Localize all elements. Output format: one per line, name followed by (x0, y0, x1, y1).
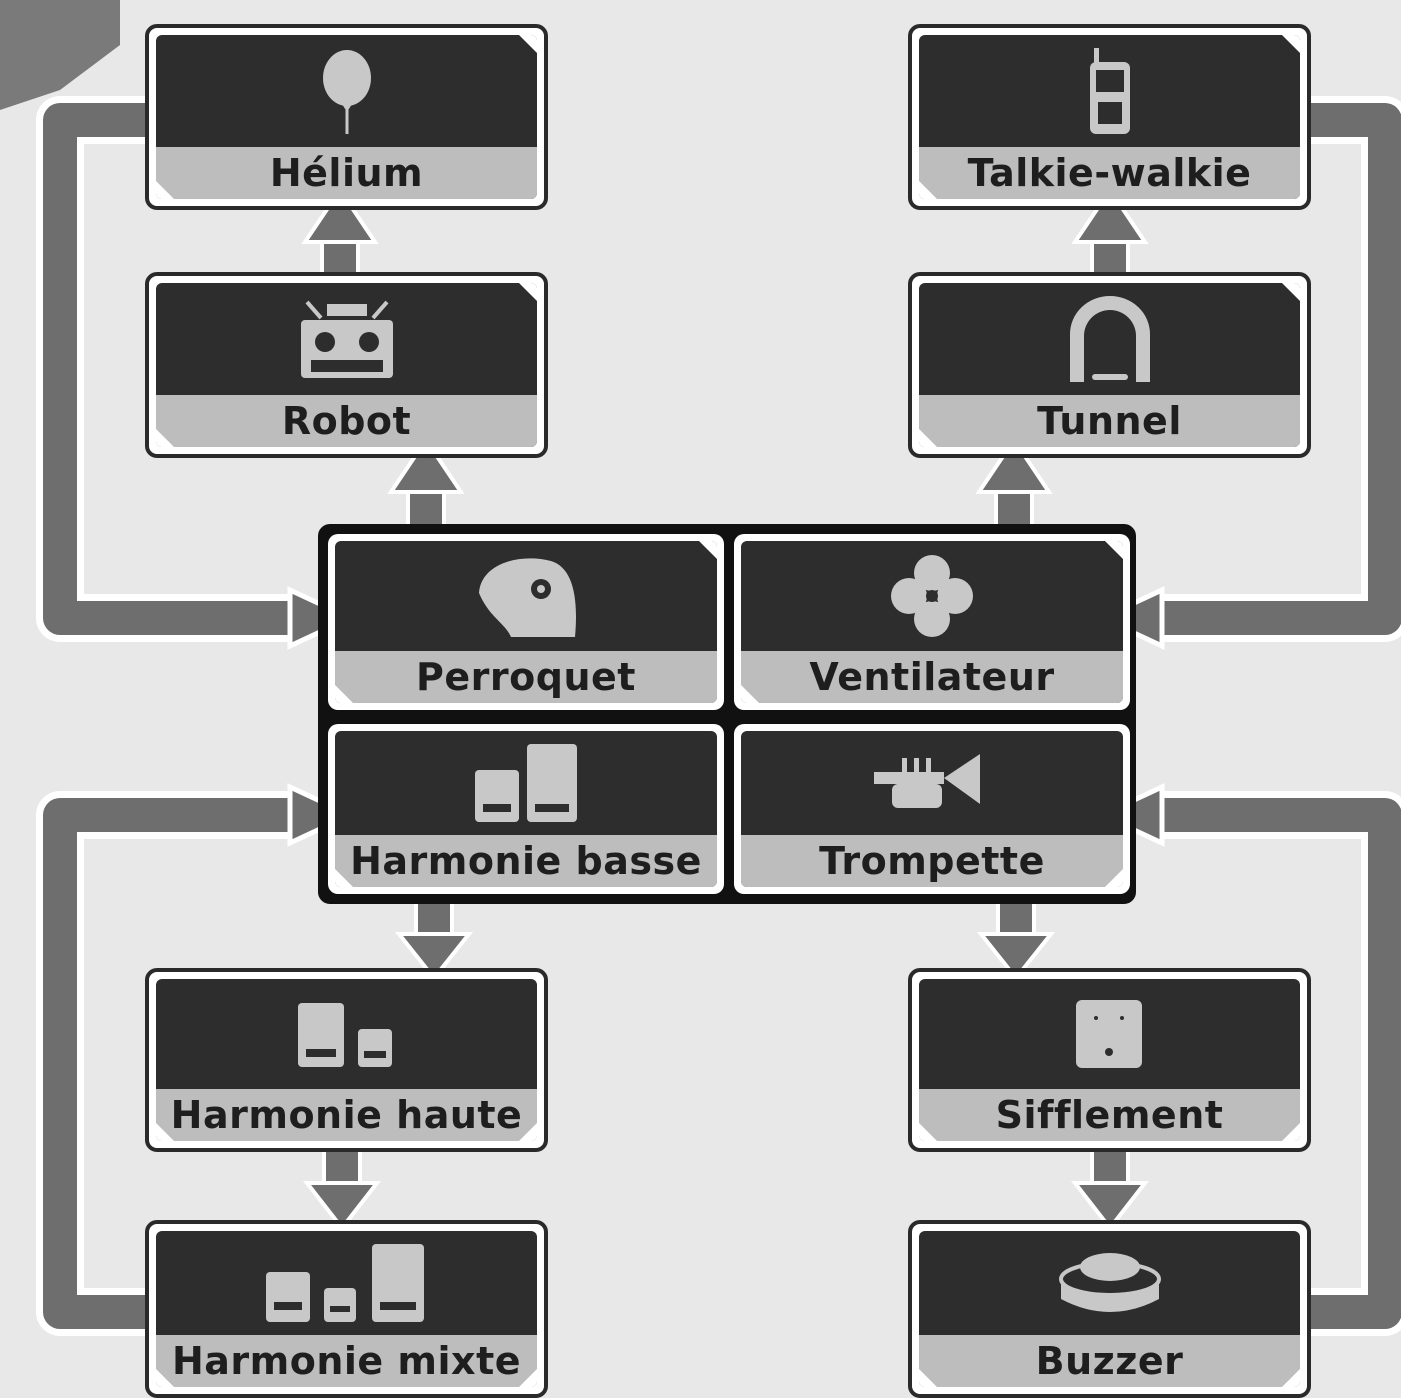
low-harmony-icon (335, 731, 717, 835)
arrow-sifflement-to-buzzer (1070, 1143, 1150, 1232)
mixed-harmony-icon (156, 1231, 537, 1335)
mode-label: Sifflement (919, 1089, 1300, 1141)
mode-label: Harmonie mixte (156, 1335, 537, 1387)
mode-tile-trompette[interactable]: Trompette (734, 724, 1130, 894)
robot-icon (156, 283, 537, 395)
mode-tile-harmonie-basse[interactable]: Harmonie basse (328, 724, 724, 894)
arrow-perroquet-to-robot (387, 436, 465, 532)
arrow-haute-to-mixte (302, 1143, 382, 1232)
fan-icon (741, 541, 1123, 651)
buzzer-icon (919, 1231, 1300, 1335)
mode-label: Robot (156, 395, 537, 447)
tunnel-icon (919, 283, 1300, 395)
balloon-icon (156, 35, 537, 147)
mode-tile-tunnel[interactable]: Tunnel (908, 272, 1311, 458)
mode-tile-helium[interactable]: Hélium (145, 24, 548, 210)
mode-label: Hélium (156, 147, 537, 199)
mode-tile-perroquet[interactable]: Perroquet (328, 534, 724, 710)
mode-tile-buzzer[interactable]: Buzzer (908, 1220, 1311, 1398)
mode-label: Talkie-walkie (919, 147, 1300, 199)
mode-label: Trompette (741, 835, 1123, 887)
parrot-icon (335, 541, 717, 651)
mode-label: Harmonie haute (156, 1089, 537, 1141)
mode-label: Ventilateur (741, 651, 1123, 703)
mode-label: Tunnel (919, 395, 1300, 447)
arrow-ventilateur-to-tunnel (975, 436, 1053, 532)
corner-wedge (0, 0, 120, 110)
mode-tile-harmonie-mixte[interactable]: Harmonie mixte (145, 1220, 548, 1398)
high-harmony-icon (156, 979, 537, 1089)
mode-label: Perroquet (335, 651, 717, 703)
whistle-icon (919, 979, 1300, 1089)
trumpet-icon (741, 731, 1123, 835)
walkie-talkie-icon (919, 35, 1300, 147)
mode-tile-talkie-walkie[interactable]: Talkie-walkie (908, 24, 1311, 210)
mode-label: Buzzer (919, 1335, 1300, 1387)
mode-tile-robot[interactable]: Robot (145, 272, 548, 458)
mode-tile-ventilateur[interactable]: Ventilateur (734, 534, 1130, 710)
arrow-basse-to-haute (394, 898, 474, 982)
arrow-trompette-to-sifflement (976, 898, 1056, 982)
mode-label: Harmonie basse (335, 835, 717, 887)
mode-tile-sifflement[interactable]: Sifflement (908, 968, 1311, 1152)
center-group: Perroquet Ventilateur Harmonie basse Tro… (318, 524, 1136, 904)
mode-tile-harmonie-haute[interactable]: Harmonie haute (145, 968, 548, 1152)
